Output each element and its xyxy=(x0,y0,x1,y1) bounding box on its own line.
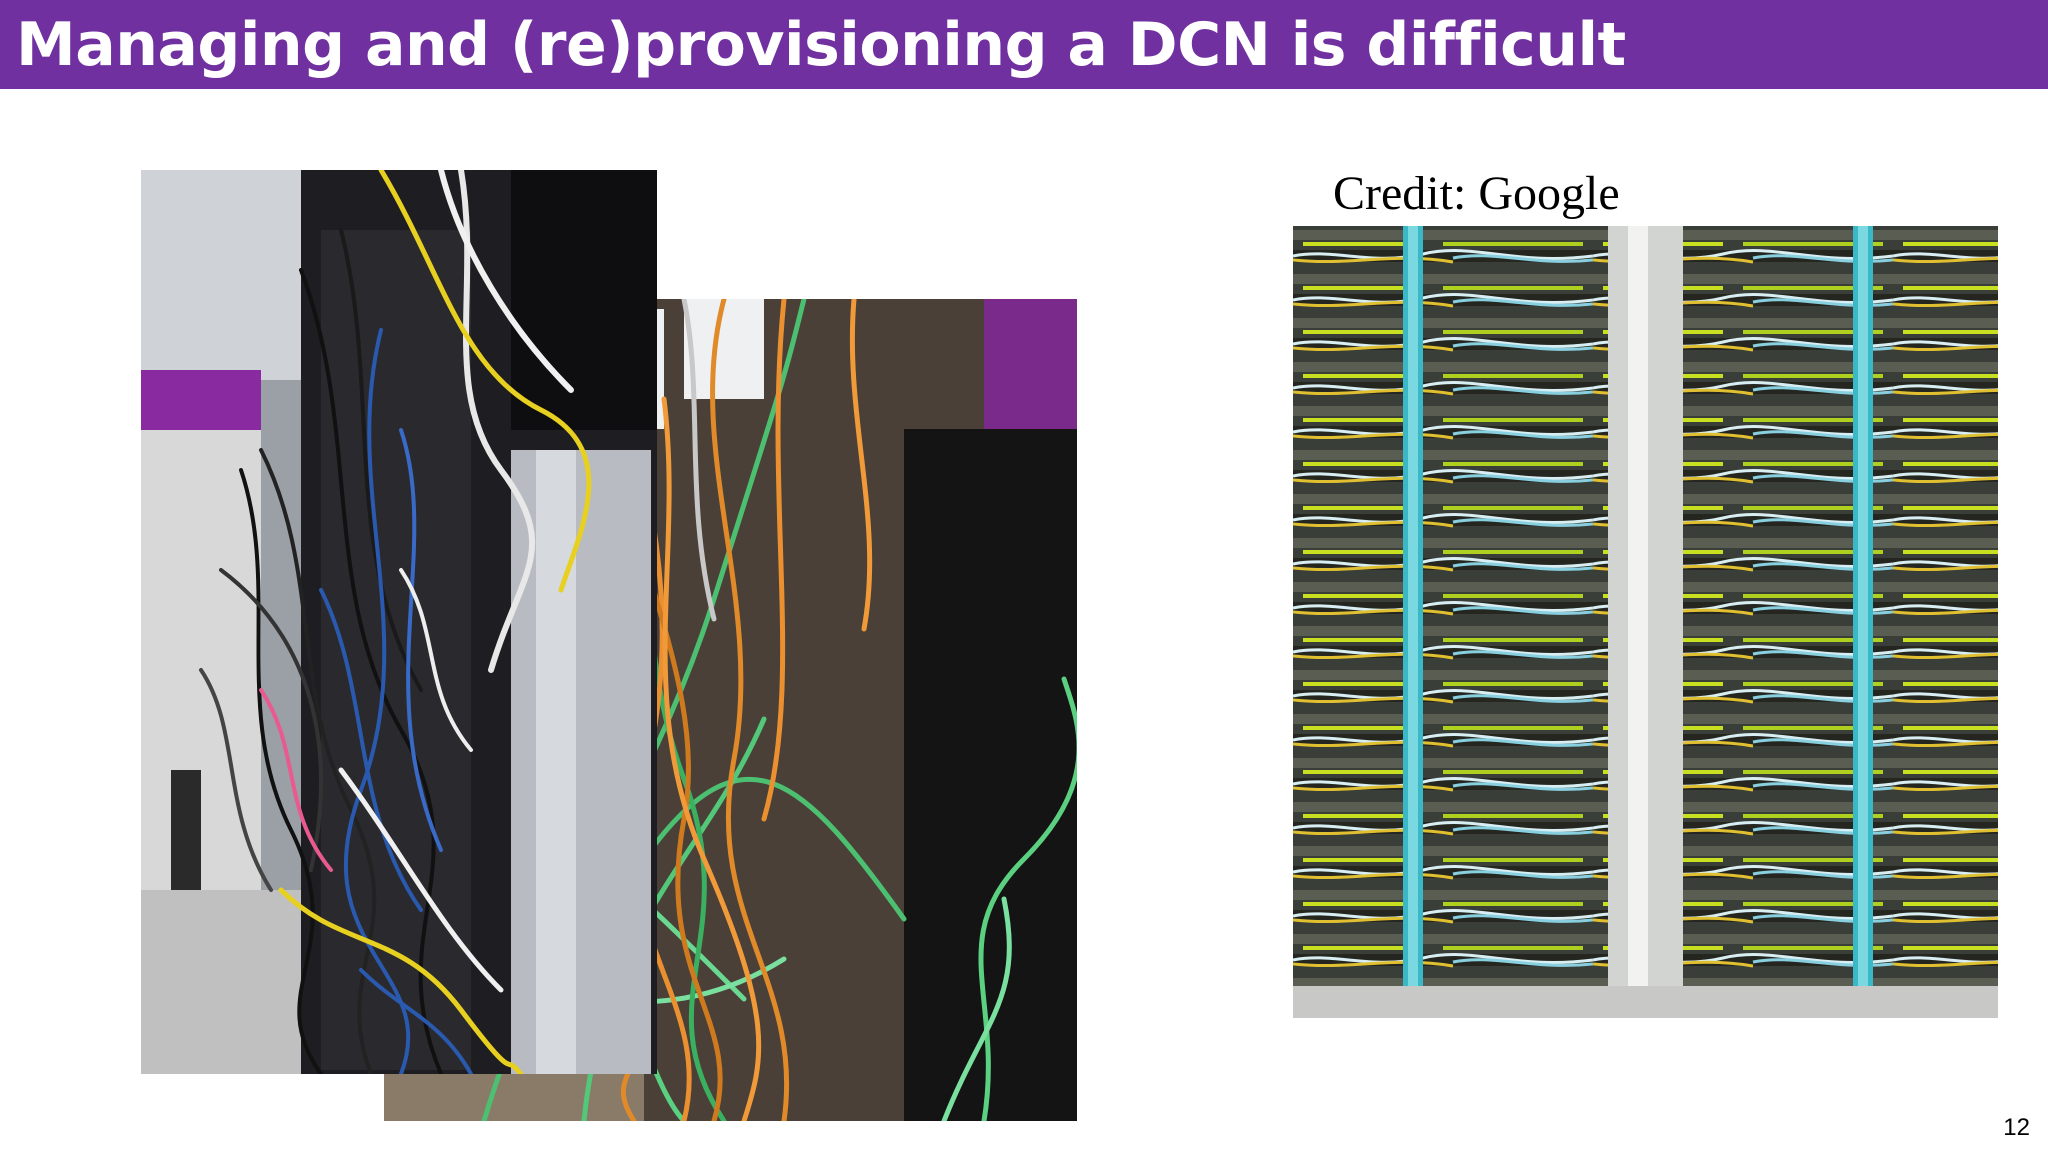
messy-rack-photo xyxy=(141,170,657,1074)
google-datacenter-racks-photo xyxy=(1293,226,1998,1018)
slide-title: Managing and (re)provisioning a DCN is d… xyxy=(16,10,1626,80)
credit-caption: Credit: Google xyxy=(1333,167,1620,220)
page-number: 12 xyxy=(2003,1114,2030,1141)
title-bar: Managing and (re)provisioning a DCN is d… xyxy=(0,0,2048,89)
